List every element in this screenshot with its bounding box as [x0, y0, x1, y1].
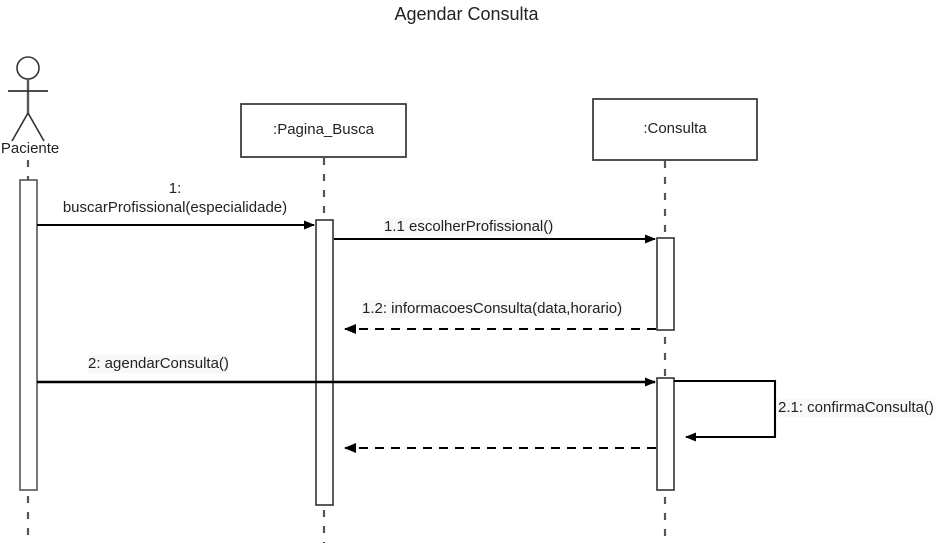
message-label-1-1: 1.1 escolherProfissional() — [384, 218, 554, 236]
participant-box-consulta[interactable] — [592, 98, 758, 161]
message-label-1-line2: buscarProfissional(especialidade) — [62, 199, 288, 216]
diagram-title: Agendar Consulta — [394, 4, 539, 24]
activation-pagina-busca — [315, 219, 334, 506]
activation-paciente — [19, 179, 38, 491]
message-label-2: 2: agendarConsulta() — [88, 355, 229, 373]
message-label-1-2: 1.2: informacoesConsulta(data,horario) — [362, 300, 623, 318]
message-arrow-2-1-selfloop — [674, 379, 777, 442]
participant-label-paciente: :Paciente — [0, 140, 60, 157]
participant-label-pagina-busca: :Pagina_Busca — [273, 121, 374, 138]
message-label-1-line1: 1: — [168, 180, 182, 197]
actor-paciente-figure — [8, 56, 48, 142]
activation-consulta-1 — [656, 237, 675, 331]
participant-label-consulta: :Consulta — [643, 120, 707, 137]
message-label-2-1: 2.1: confirmaConsulta() — [778, 399, 933, 417]
participant-box-pagina-busca[interactable] — [240, 103, 407, 158]
activation-consulta-2 — [656, 377, 675, 491]
